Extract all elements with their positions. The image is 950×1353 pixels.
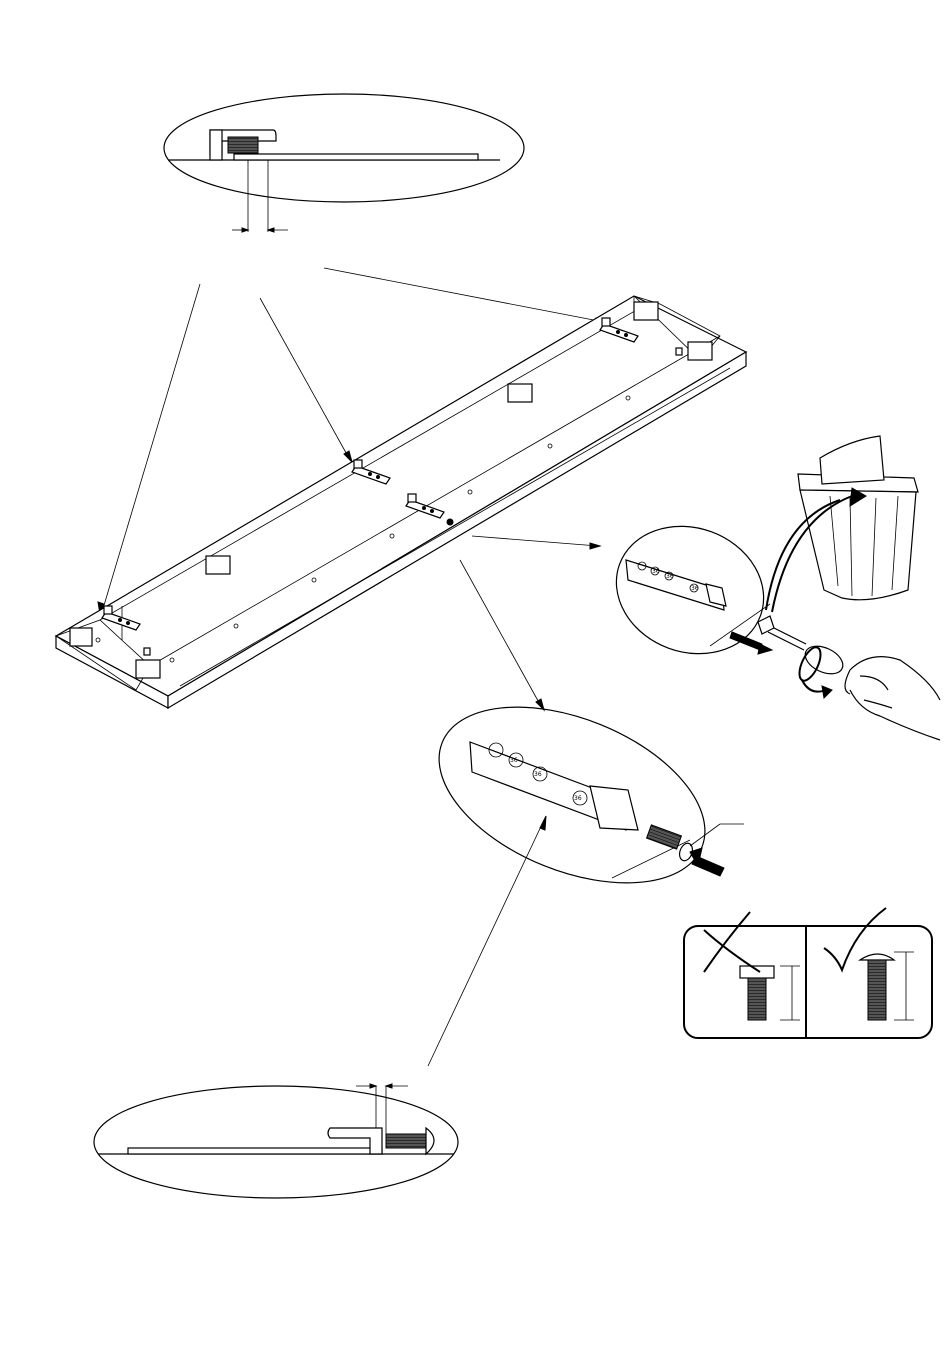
screw-thread-icon: [228, 137, 258, 153]
corner-plate: [136, 660, 160, 678]
screw-check-box: [684, 908, 932, 1038]
corner-plate: [70, 628, 92, 646]
part-mark: 36: [691, 585, 699, 592]
middle-plate: [508, 384, 532, 402]
part-mark: 36: [666, 573, 674, 580]
cross-mark-icon: [704, 912, 760, 972]
main-panel: [56, 296, 746, 708]
top-detail-callout: [164, 94, 524, 232]
corner-plate: [634, 302, 658, 320]
middle-plate: [206, 556, 230, 574]
removal-callout: 36 36 36: [598, 436, 940, 740]
bolt-icon: [386, 1134, 426, 1148]
insertion-callout: 36 36 36: [414, 672, 744, 918]
panel-leader-lines: [460, 536, 600, 710]
bolt-icon: [647, 825, 682, 849]
panel-mark: 36: [510, 757, 518, 764]
bottom-detail-callout: [94, 1084, 458, 1198]
corner-plate: [688, 342, 712, 360]
panel-mark: 36: [574, 795, 582, 802]
screwdriver-icon: [758, 616, 847, 698]
pull-arrow-icon: [730, 632, 762, 650]
trash-bin-icon: [766, 436, 918, 612]
part-mark: 36: [652, 568, 660, 575]
hand-icon: [845, 657, 940, 740]
panel-mark: 36: [534, 771, 542, 778]
